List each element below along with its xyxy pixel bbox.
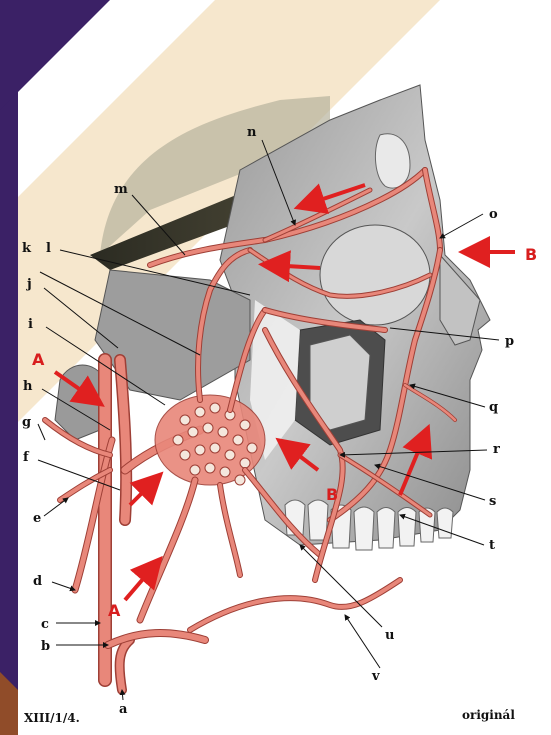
label-r: r <box>493 442 500 457</box>
label-d: d <box>33 574 42 589</box>
label-e: e <box>33 511 41 526</box>
label-l: l <box>46 241 51 256</box>
label-o: o <box>489 207 498 222</box>
source-note: originál <box>462 708 515 722</box>
label-i: i <box>28 317 33 332</box>
label-m: m <box>114 182 128 197</box>
label-q: q <box>489 400 498 415</box>
label-n: n <box>247 125 257 140</box>
flow-label-B-right: B <box>525 245 537 264</box>
label-g: g <box>22 415 31 430</box>
label-t: t <box>489 538 495 553</box>
label-p: p <box>505 334 514 349</box>
label-b: b <box>41 639 50 654</box>
label-s: s <box>489 494 496 509</box>
label-h: h <box>23 379 33 394</box>
flow-label-A-bottom: A <box>108 601 121 620</box>
left-purple-band <box>0 0 18 735</box>
label-u: u <box>385 628 394 643</box>
label-k: k <box>22 241 32 256</box>
label-a: a <box>119 702 128 717</box>
plate-id: XIII/1/4. <box>24 711 80 725</box>
label-j: j <box>26 277 32 292</box>
label-c: c <box>41 617 49 632</box>
flow-label-A-top: A <box>32 350 45 369</box>
flow-label-B-center: B <box>326 485 338 504</box>
label-v: v <box>371 669 380 684</box>
